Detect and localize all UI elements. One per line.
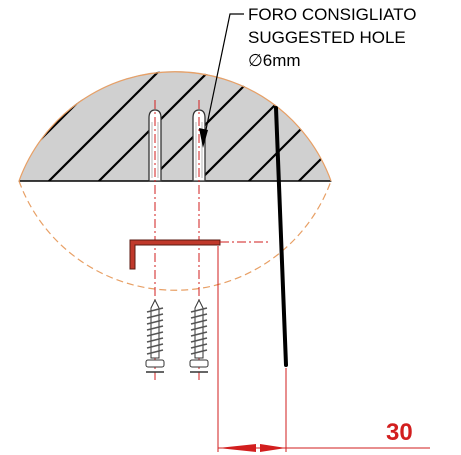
callout-line-2: SUGGESTED HOLE [248, 28, 406, 47]
wall-section [9, 71, 341, 182]
mounting-bracket [274, 106, 288, 367]
screw-left [145, 298, 165, 373]
dimension-value: 30 [386, 419, 413, 446]
wall-anchor-right [192, 109, 206, 182]
dimension-arrow-left [218, 444, 256, 452]
dimension-arrow-right [260, 444, 286, 452]
wall-anchor-left [148, 109, 162, 182]
screw-right [189, 298, 209, 373]
leader-arrow [199, 128, 208, 148]
callout-line-3: ∅6mm [248, 51, 301, 70]
wall-fill [9, 71, 341, 181]
hex-key [129, 239, 268, 270]
detail-circle [18, 71, 332, 291]
dimension-30 [217, 246, 430, 452]
callout-line-1: FORO CONSIGLIATO [248, 5, 416, 24]
callout-leader [199, 13, 244, 148]
